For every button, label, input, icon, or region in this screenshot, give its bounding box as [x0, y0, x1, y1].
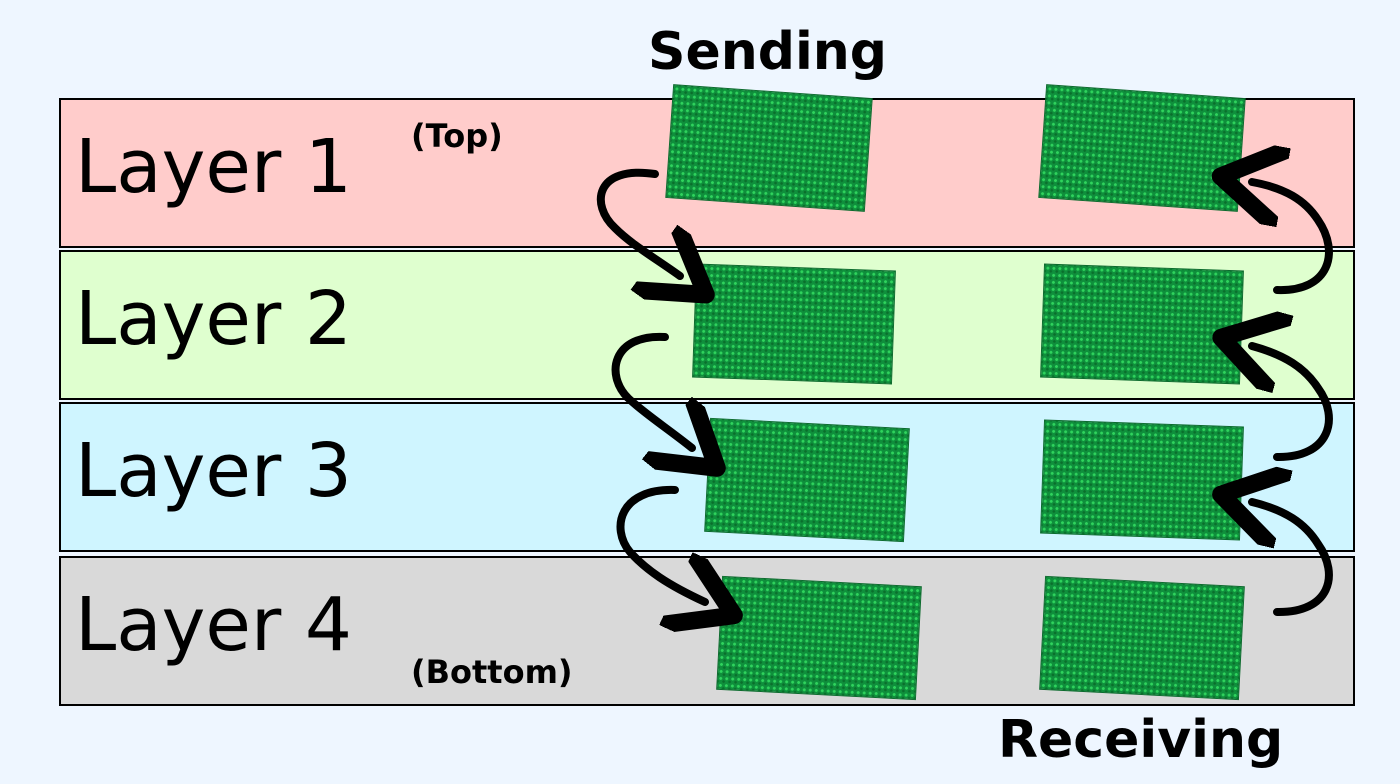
sending-packet-layer-2 — [692, 263, 896, 385]
sending-heading: Sending — [648, 22, 888, 82]
sending-packet-layer-4 — [716, 575, 922, 701]
sending-packet-layer-3 — [704, 417, 910, 543]
layer-1-label: Layer 1 — [75, 124, 352, 210]
layer-4-label: Layer 4 — [75, 582, 352, 668]
receiving-heading: Receiving — [998, 710, 1284, 770]
layer-3-label: Layer 3 — [75, 428, 352, 514]
receiving-packet-layer-1 — [1038, 84, 1246, 212]
layer-1-note: (Top) — [411, 117, 503, 155]
receiving-packet-layer-2 — [1040, 263, 1244, 385]
sending-packet-layer-1 — [665, 84, 873, 212]
receiving-packet-layer-3 — [1040, 419, 1244, 541]
layer-2-label: Layer 2 — [75, 276, 352, 362]
receiving-packet-layer-4 — [1039, 575, 1245, 701]
layer-4-note: (Bottom) — [411, 653, 573, 691]
